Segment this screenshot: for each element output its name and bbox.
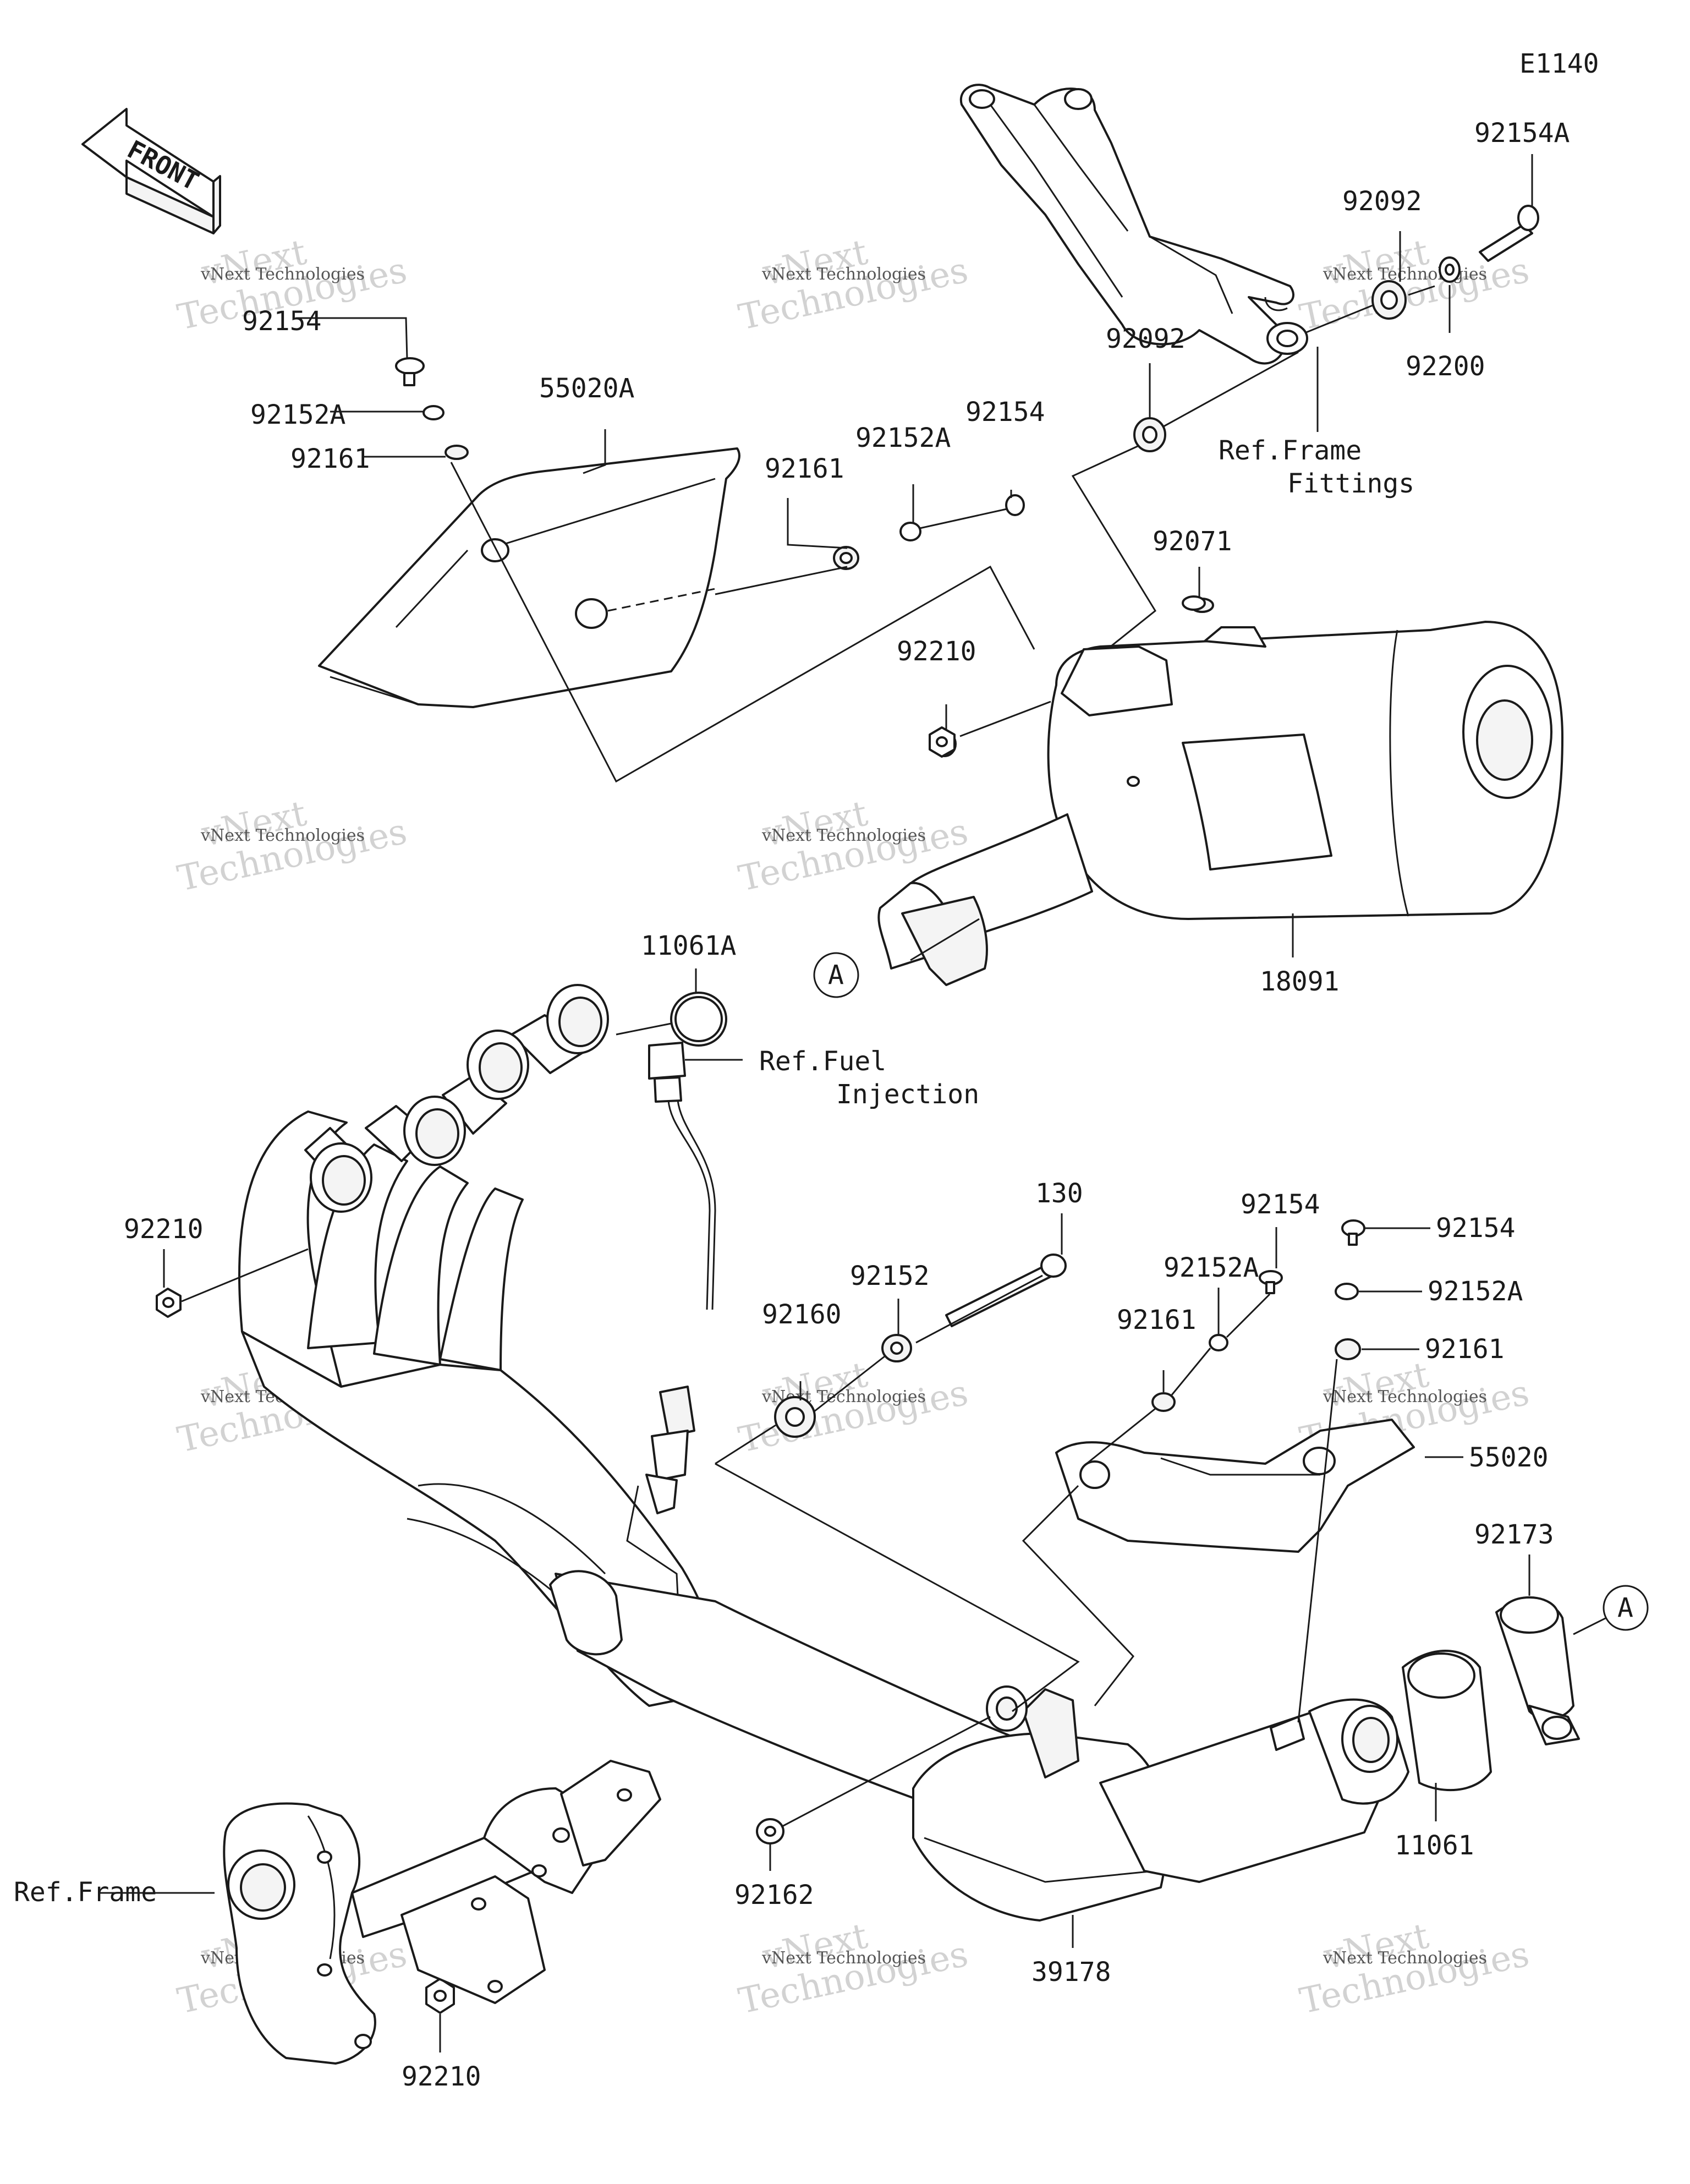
leader-lines-upper — [297, 154, 1533, 783]
exhaust-header-39178 — [238, 984, 1409, 1922]
label-92154-tl: 92154 — [242, 306, 322, 337]
label-92092-top: 92092 — [1342, 186, 1422, 217]
clamp-92173 — [1495, 1596, 1580, 1745]
oxygen-sensor — [645, 1042, 716, 1514]
frame-bracket — [223, 1760, 661, 2065]
label-92152A-tl: 92152A — [250, 399, 345, 430]
label-55020A: 55020A — [539, 373, 634, 404]
watermark-caption-2: vNext Technologies — [761, 265, 926, 284]
label-11061A: 11061A — [641, 930, 736, 961]
bolt-92154-r2 — [1341, 1219, 1365, 1246]
label-92200: 92200 — [1406, 351, 1485, 382]
washer-92200 — [1439, 256, 1461, 283]
label-92162: 92162 — [734, 1880, 814, 1911]
part-labels: 92154A 92092 92200 92092 92154 92152A 92… — [124, 118, 1570, 2092]
label-92161-tl: 92161 — [290, 444, 370, 474]
ref-frame-fittings-line2: Fittings — [1287, 468, 1414, 499]
heat-cover-55020A — [318, 447, 740, 708]
watermark-3: vNext Technologies — [1296, 232, 1533, 338]
label-92210-bottom: 92210 — [402, 2061, 481, 2092]
muffler-inlet-pipe — [877, 813, 1093, 986]
washer-92152 — [881, 1334, 912, 1362]
reference-labels: Ref.Frame Fittings Ref.Fuel Injection Re… — [14, 435, 1414, 1908]
label-92161-r2: 92161 — [1425, 1334, 1505, 1365]
label-92152A-r1: 92152A — [1164, 1252, 1259, 1283]
watermark-caption-9: vNext Technologies — [1323, 1387, 1487, 1406]
label-92154A: 92154A — [1474, 118, 1570, 149]
label-92154-r1: 92154 — [1241, 1189, 1320, 1220]
callout-a-right: A — [1603, 1585, 1649, 1631]
label-92210-mid: 92210 — [897, 636, 976, 667]
washer-92152A-r1 — [1209, 1334, 1228, 1351]
svg-text:A: A — [1617, 1592, 1633, 1623]
watermark-caption-11: vNext Technologies — [761, 1948, 926, 1968]
grommet-92092-top — [1371, 280, 1407, 320]
label-92152A-r2: 92152A — [1428, 1276, 1523, 1307]
label-130: 130 — [1035, 1178, 1083, 1209]
bolt-130 — [945, 1254, 1067, 1327]
collar-92161-r1 — [1151, 1392, 1176, 1412]
heat-cover-55020 — [1055, 1419, 1415, 1553]
label-92152A-mid: 92152A — [855, 423, 951, 453]
diagram-id: E1140 — [1519, 48, 1599, 79]
front-arrow-icon: FRONT — [81, 108, 221, 234]
leader-lines-lower — [99, 913, 1623, 2052]
clip-92071 — [1182, 595, 1206, 611]
label-92161-mid: 92161 — [765, 453, 844, 484]
bolt-92154-r1 — [1259, 1270, 1283, 1294]
muffler-18091 — [1047, 621, 1563, 920]
washer-92162 — [756, 1818, 784, 1844]
label-92154-r2: 92154 — [1436, 1213, 1516, 1244]
washer-92152A-r2 — [1335, 1283, 1359, 1300]
nut-92210-mid — [929, 726, 956, 758]
ref-fuel-injection-line2: Injection — [836, 1079, 979, 1110]
watermark-caption-3: vNext Technologies — [1323, 265, 1487, 284]
callout-a-top: A — [813, 952, 859, 998]
footrest-bracket — [959, 84, 1308, 365]
label-92092-mid: 92092 — [1106, 324, 1186, 354]
label-11061: 11061 — [1395, 1830, 1474, 1861]
ref-frame-fittings-line1: Ref.Frame — [1219, 435, 1362, 466]
label-92173: 92173 — [1474, 1519, 1554, 1550]
sleeve-11061 — [1402, 1650, 1492, 1792]
leader-11061A-ring — [616, 1022, 672, 1036]
leader-sensor — [626, 1485, 679, 1596]
bolt-92154A — [1479, 205, 1539, 262]
label-92154-mid: 92154 — [965, 397, 1045, 428]
nut-92210-left — [156, 1288, 182, 1318]
watermark-caption-1: vNext Technologies — [200, 265, 365, 284]
ref-frame: Ref.Frame — [14, 1877, 157, 1908]
label-39178: 39178 — [1031, 1957, 1111, 1988]
ref-fuel-injection-line1: Ref.Fuel — [759, 1046, 886, 1077]
label-92160: 92160 — [762, 1299, 842, 1330]
label-55020: 55020 — [1469, 1442, 1549, 1473]
label-18091: 18091 — [1260, 966, 1340, 997]
watermark-caption-5: vNext Technologies — [761, 826, 926, 845]
grommet-92160 — [774, 1396, 816, 1438]
small-fasteners-top-left — [395, 357, 1214, 757]
watermark-caption-12: vNext Technologies — [1323, 1948, 1487, 1968]
watermark-caption-4: vNext Technologies — [200, 826, 365, 845]
gasket-11061A — [670, 992, 727, 1047]
svg-text:A: A — [828, 960, 844, 990]
label-92071: 92071 — [1153, 526, 1232, 557]
label-92152: 92152 — [850, 1261, 930, 1291]
label-92210-left: 92210 — [124, 1214, 204, 1245]
label-92161-r1: 92161 — [1117, 1305, 1197, 1335]
collar-92161-r2 — [1335, 1338, 1361, 1360]
